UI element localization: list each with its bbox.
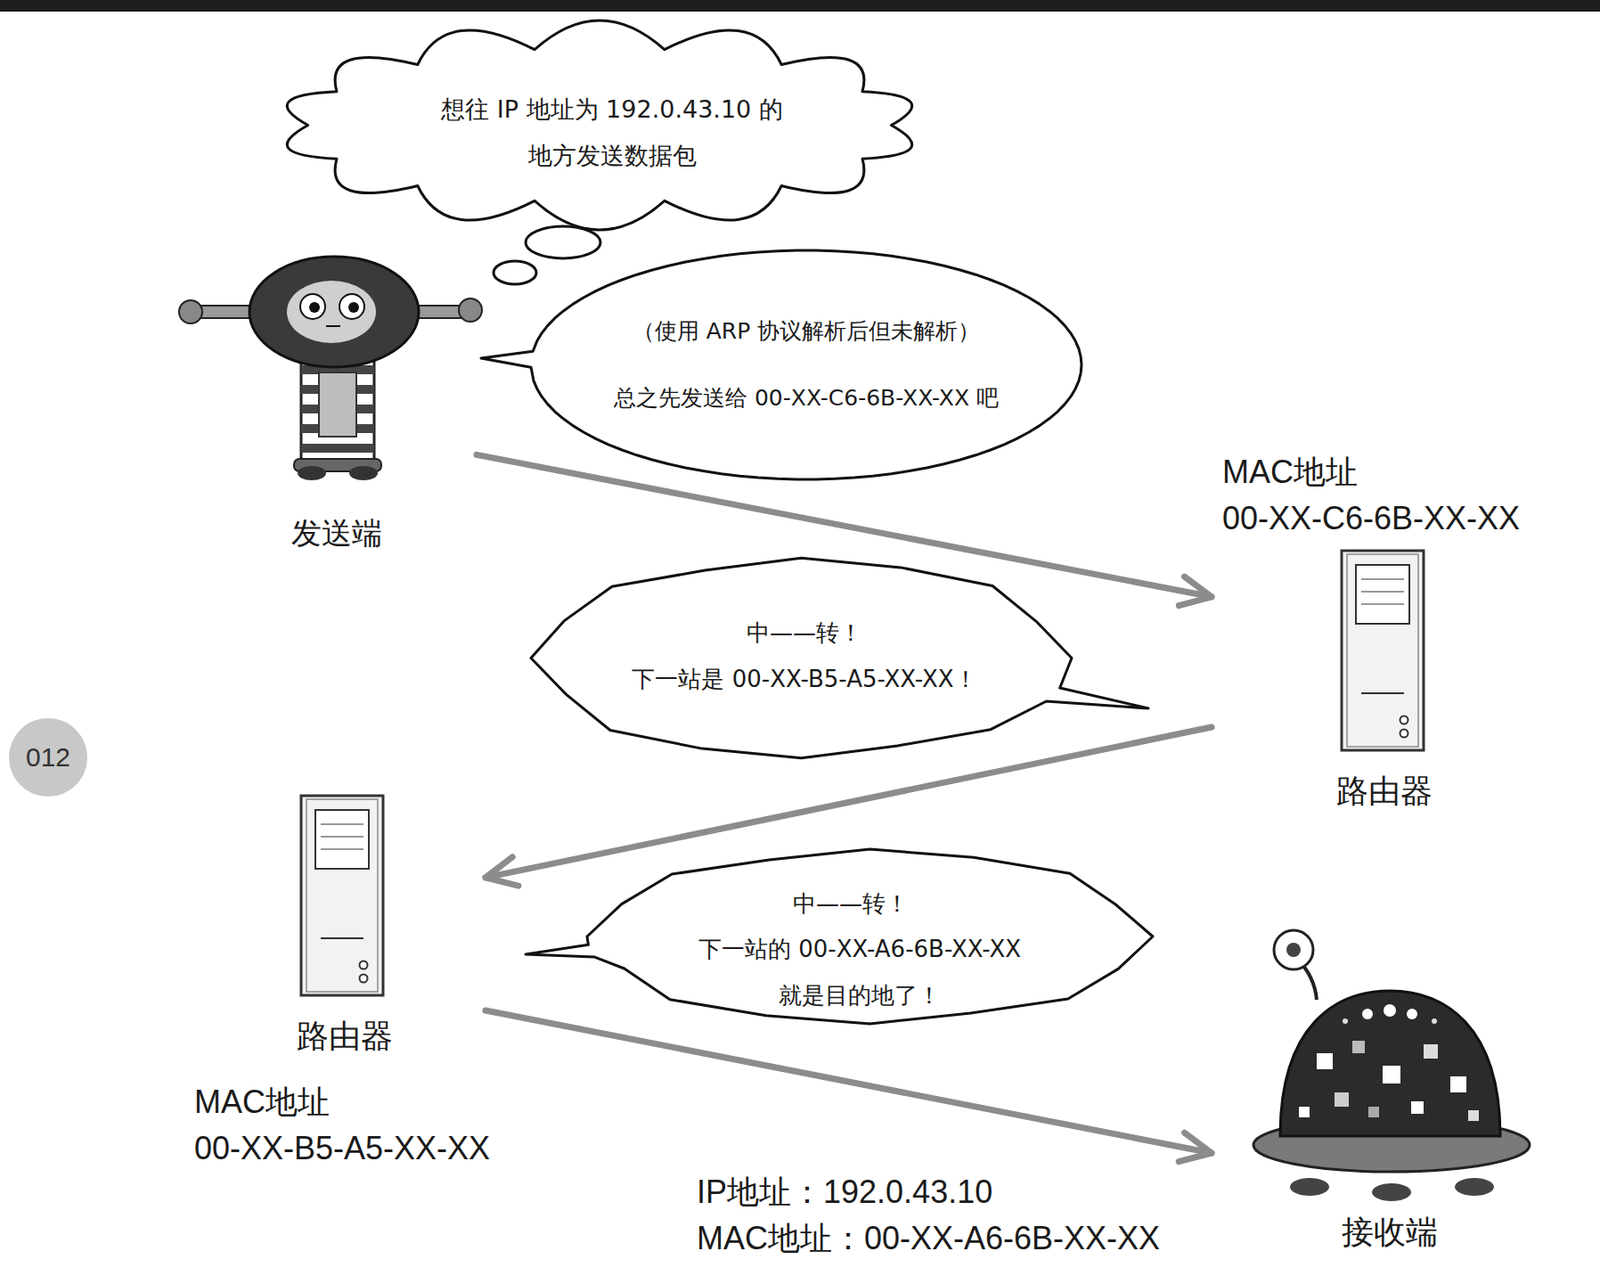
node-label: 接收端 bbox=[1341, 1213, 1438, 1251]
relay-bubble: 中——转！ 下一站的 00-XX-A6-6B-XX-XX 就是目的地了！ bbox=[587, 847, 1153, 1026]
tower-button bbox=[1400, 729, 1409, 738]
robot-eye bbox=[339, 293, 365, 319]
page-badge bbox=[8, 718, 88, 797]
robot-dot bbox=[1431, 1018, 1437, 1024]
page-number: 012 bbox=[25, 741, 71, 774]
robot-light bbox=[1334, 1092, 1349, 1107]
node-label: 路由器 bbox=[296, 1017, 393, 1055]
relay-bubble-shape bbox=[530, 557, 1149, 758]
robot-light bbox=[1423, 1044, 1438, 1059]
robot-eye bbox=[300, 293, 326, 319]
robot-dot bbox=[1342, 1018, 1348, 1024]
sender-node: 发送端 bbox=[182, 222, 477, 473]
thought-cloud-outline bbox=[280, 20, 919, 230]
node-label: 发送端 bbox=[291, 514, 383, 551]
tower-edge bbox=[306, 799, 378, 992]
thought-cloud-shape bbox=[286, 20, 913, 230]
thought-cloud: 想往 IP 地址为 192.0.43.10 的 地方发送数据包 bbox=[280, 20, 919, 230]
robot-hand bbox=[458, 298, 482, 322]
mac-label: MAC地址 00-XX-B5-A5-XX-XX bbox=[194, 1078, 495, 1172]
arrow-connector bbox=[485, 1010, 1212, 1162]
tower-slot bbox=[1361, 578, 1405, 580]
router-tower bbox=[301, 795, 384, 996]
bubble-text: 下一站的 00-XX-A6-6B-XX-XX 就是目的地了！ bbox=[697, 925, 1023, 1019]
antenna-dish bbox=[1273, 930, 1314, 970]
relay-bubble: 中——转！ 下一站是 00-XX-B5-A5-XX-XX！ bbox=[530, 555, 1072, 760]
sender-robot-figure bbox=[179, 256, 482, 481]
receiver-robot-figure bbox=[1253, 930, 1530, 1201]
robot-wheel bbox=[1289, 1177, 1330, 1196]
top-bar bbox=[0, 0, 1600, 12]
bubble-text: 总之先发送给 00-XX-C6-6B-XX-XX 吧 bbox=[613, 383, 999, 413]
relay-bubble-shape bbox=[525, 848, 1153, 1024]
address-label: IP地址：192.0.43.10 bbox=[696, 1173, 993, 1211]
router-node: MAC地址 00-XX-C6-6B-XX-XX 路由器 bbox=[1211, 449, 1551, 811]
robot-light bbox=[1352, 1040, 1365, 1054]
tower-panel bbox=[315, 809, 369, 869]
tower-slot bbox=[1361, 692, 1405, 694]
bubble-heading: 中——转！ bbox=[746, 617, 863, 648]
robot-mouth bbox=[326, 325, 341, 327]
mac-label: MAC地址 00-XX-C6-6B-XX-XX bbox=[1222, 448, 1525, 542]
tower-slot bbox=[1361, 590, 1405, 593]
tower-slot bbox=[1361, 603, 1405, 605]
robot-light bbox=[1316, 1053, 1333, 1070]
tower-panel bbox=[1355, 564, 1410, 624]
router-node: 路由器MAC地址 00-XX-B5-A5-XX-XX bbox=[191, 792, 486, 1168]
robot-eye bbox=[1362, 1008, 1373, 1020]
robot-eye bbox=[1406, 1008, 1418, 1020]
tower-slot bbox=[320, 848, 364, 850]
robot-light bbox=[1298, 1106, 1310, 1118]
robot-light bbox=[1450, 1076, 1467, 1093]
thought-dot bbox=[525, 226, 601, 259]
robot-face bbox=[286, 280, 376, 343]
robot-dome bbox=[1280, 990, 1501, 1136]
router-tower bbox=[1341, 550, 1424, 751]
tower-case bbox=[1341, 550, 1424, 751]
tower-slot bbox=[320, 937, 364, 939]
tower-case bbox=[301, 795, 384, 996]
speech-bubble-outline bbox=[530, 250, 1082, 480]
bubble-text: 下一站是 00-XX-B5-A5-XX-XX！ bbox=[631, 663, 977, 694]
robot-light bbox=[1468, 1110, 1479, 1121]
robot-pupil bbox=[309, 302, 320, 313]
node-label: 路由器 bbox=[1336, 772, 1433, 810]
tower-slot bbox=[320, 823, 364, 825]
receiver-node: IP地址：192.0.43.10MAC地址：00-XX-A6-6B-XX-XX接… bbox=[1211, 917, 1568, 1274]
robot-wheel bbox=[1371, 1183, 1412, 1201]
relay-bubble-outline bbox=[530, 555, 1072, 760]
thought-dot bbox=[493, 261, 537, 285]
robot-panel bbox=[318, 372, 357, 437]
tower-button bbox=[359, 974, 368, 983]
robot-light bbox=[1368, 1106, 1380, 1118]
arrow-line bbox=[485, 1010, 1212, 1153]
arrow-head bbox=[485, 857, 519, 886]
robot-wheel bbox=[1454, 1177, 1494, 1196]
robot-light bbox=[1411, 1101, 1424, 1114]
robot-body bbox=[301, 356, 375, 462]
robot-head bbox=[249, 256, 419, 368]
address-label: MAC地址：00-XX-A6-6B-XX-XX bbox=[696, 1219, 1160, 1258]
robot-wheel bbox=[297, 465, 327, 481]
tower-button bbox=[359, 961, 368, 970]
robot-eye bbox=[1383, 1004, 1396, 1017]
bubble-note: （使用 ARP 协议解析后但未解析） bbox=[632, 317, 980, 346]
robot-light bbox=[1382, 1065, 1401, 1084]
speech-bubble: （使用 ARP 协议解析后但未解析） 总之先发送给 00-XX-C6-6B-XX-… bbox=[530, 250, 1082, 480]
tower-button bbox=[1400, 716, 1409, 725]
speech-bubble-shape bbox=[481, 250, 1082, 480]
thought-text: 想往 IP 地址为 192.0.43.10 的 地方发送数据包 bbox=[440, 86, 784, 180]
antenna-core bbox=[1286, 942, 1301, 957]
bubble-heading: 中——转！ bbox=[792, 888, 909, 919]
robot-wheel bbox=[349, 465, 378, 481]
robot-stripe bbox=[301, 443, 375, 453]
arrow-head bbox=[1178, 576, 1212, 606]
robot-pupil bbox=[348, 302, 360, 313]
arrow-head bbox=[1178, 1132, 1212, 1161]
robot-hand bbox=[179, 300, 203, 324]
tower-edge bbox=[1346, 554, 1419, 747]
tower-slot bbox=[320, 835, 364, 838]
